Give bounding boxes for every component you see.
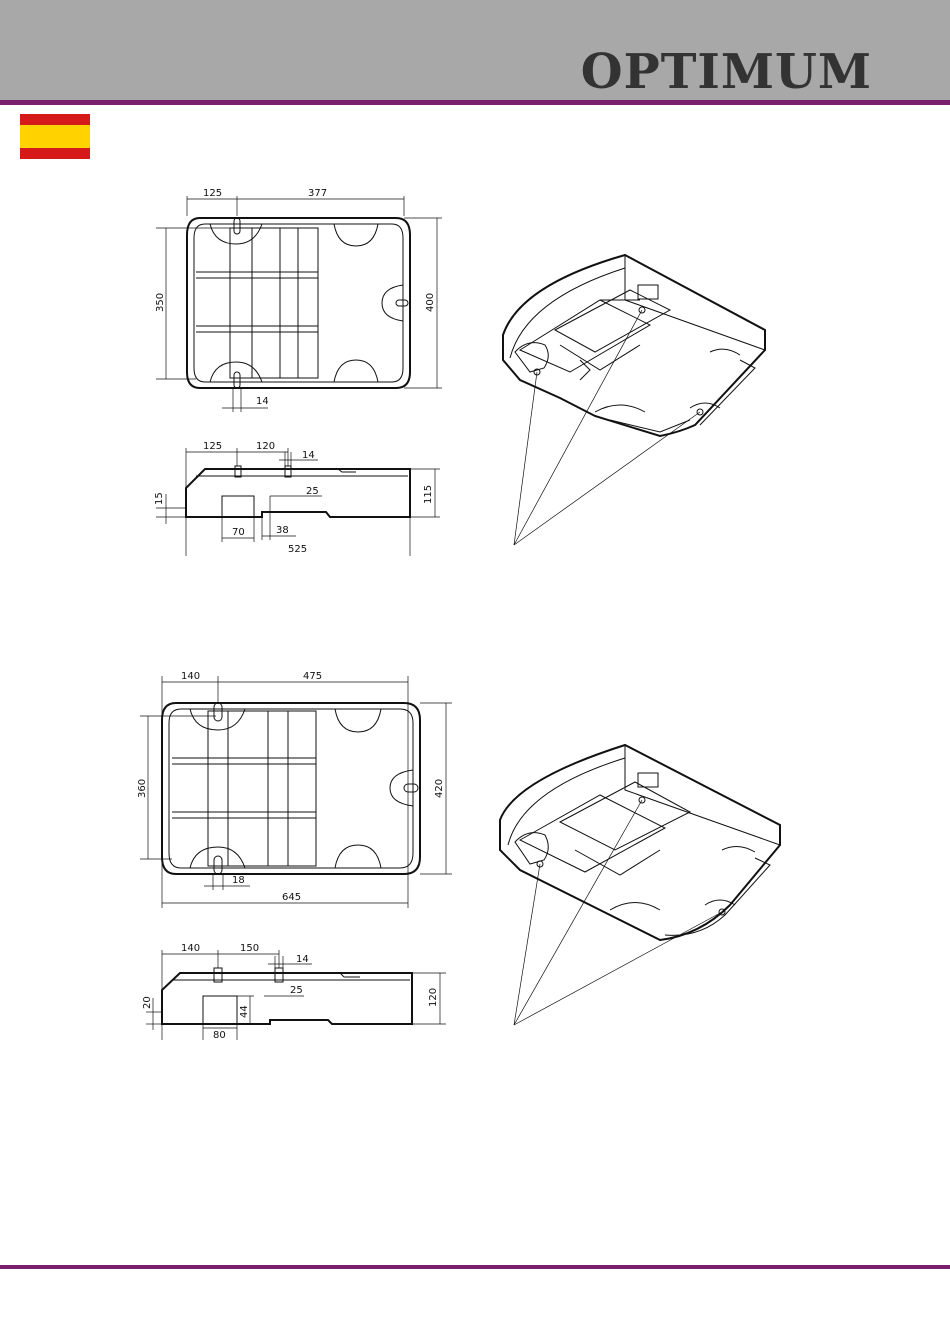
- dim-label: 645: [282, 892, 301, 903]
- dim-label: 140: [181, 671, 200, 682]
- dim-label: 475: [303, 671, 322, 682]
- dim-label: 150: [240, 943, 259, 954]
- dim-label: 115: [423, 485, 434, 504]
- dim-label: 125: [203, 441, 222, 452]
- drawing-2-side-view: 140 150 14 25 20 44 120 80: [142, 943, 446, 1041]
- dim-label: 25: [290, 985, 303, 996]
- dim-label: 38: [276, 525, 289, 536]
- drawing-2-top-view: 140 475 360 420 18 645: [137, 671, 452, 908]
- dim-label: 120: [428, 988, 439, 1007]
- dim-label: 140: [181, 943, 200, 954]
- dim-label: 18: [232, 875, 245, 886]
- dim-label: 525: [288, 544, 307, 555]
- dim-label: 350: [155, 293, 166, 312]
- dim-label: 70: [232, 527, 245, 538]
- dim-label: 377: [308, 188, 327, 199]
- dim-label: 125: [203, 188, 222, 199]
- dim-label: 80: [213, 1030, 226, 1041]
- dim-label: 20: [142, 996, 153, 1009]
- footer-accent-line: [0, 1265, 950, 1269]
- dim-label: 360: [137, 779, 148, 798]
- dim-label: 14: [302, 450, 315, 461]
- dim-label: 420: [434, 779, 445, 798]
- dim-label: 14: [256, 396, 269, 407]
- dim-label: 14: [296, 954, 309, 965]
- dim-label: 120: [256, 441, 275, 452]
- dim-label: 400: [425, 293, 436, 312]
- drawing-1-side-view: 125 120 14 25 15 115 70 38 525: [154, 441, 440, 556]
- drawing-1-isometric-view: [503, 255, 765, 545]
- drawing-1-top-view: 125 377 350 400 14: [155, 188, 442, 412]
- dim-label: 25: [306, 486, 319, 497]
- dim-label: 15: [154, 492, 165, 505]
- dim-label: 44: [239, 1005, 250, 1018]
- drawing-2-isometric-view: [500, 745, 780, 1025]
